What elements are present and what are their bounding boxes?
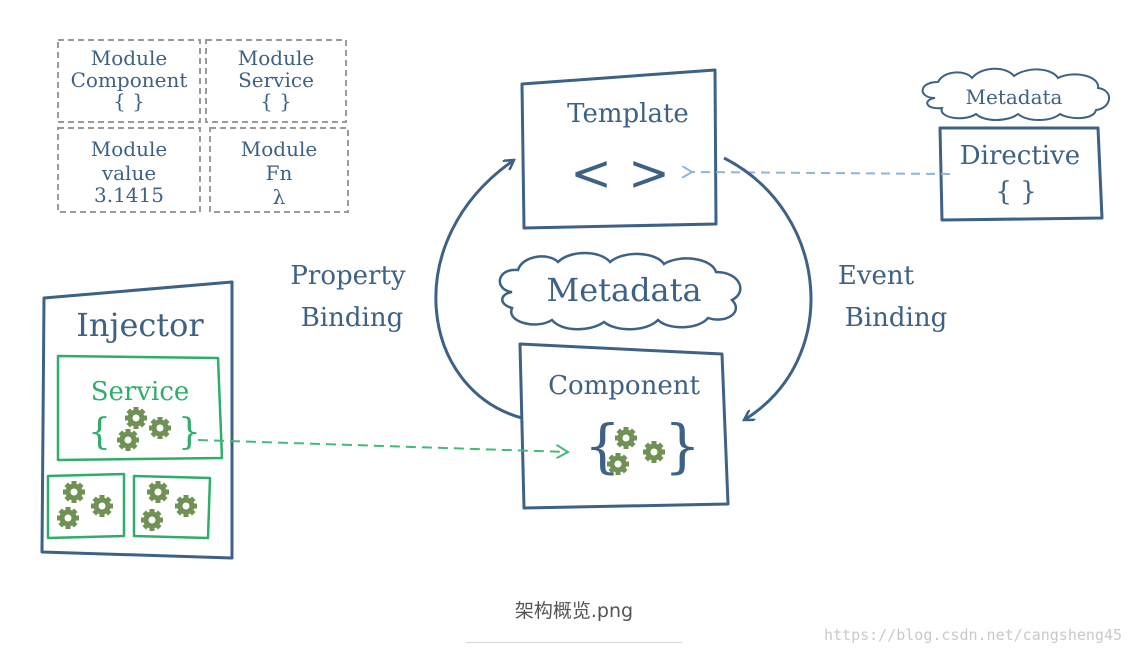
caption-divider	[466, 642, 682, 643]
module-component-line2: Component	[71, 68, 188, 92]
directive-cloud-label: Metadata	[966, 85, 1063, 109]
module-value-line1: Module	[91, 137, 167, 161]
module-fn-line1: Module	[241, 137, 317, 161]
injector-title: Injector	[76, 306, 204, 344]
watermark-text: https://blog.csdn.net/cangsheng45	[823, 626, 1122, 644]
template-box: Template < >	[520, 68, 718, 230]
service-box: Service { }	[56, 354, 224, 462]
module-fn-line2: Fn	[266, 161, 293, 185]
module-fn-line3: λ	[273, 185, 286, 209]
metadata-cloud: Metadata	[498, 251, 742, 331]
gear-icon	[57, 507, 79, 529]
module-value-line2: value	[101, 161, 156, 185]
property-binding-line2: Binding	[301, 303, 404, 333]
gear-icon	[125, 407, 147, 429]
component-title: Component	[548, 371, 700, 401]
module-component-line3: { }	[113, 89, 145, 113]
directive-symbol: { }	[995, 177, 1036, 207]
module-value-box: Module value 3.1415	[57, 127, 201, 213]
metadata-cloud-label: Metadata	[546, 271, 701, 309]
image-caption: 架构概览.png	[514, 600, 634, 622]
event-binding-line2: Binding	[845, 303, 948, 333]
template-symbol: < >	[570, 144, 670, 202]
directive-to-template-arrow	[692, 172, 951, 174]
directive-title: Directive	[960, 141, 1080, 171]
gear-icon	[643, 441, 665, 463]
gear-icon	[91, 495, 113, 517]
gear-icon	[147, 481, 169, 503]
injector-box: Injector Service { }	[40, 280, 234, 560]
gear-icon	[117, 429, 139, 451]
module-value-line3: 3.1415	[94, 183, 164, 207]
gear-icon	[63, 481, 85, 503]
module-service-box: Module Service { }	[205, 39, 347, 123]
template-title: Template	[567, 99, 689, 129]
module-fn-box: Module Fn λ	[209, 127, 349, 213]
service-brace-right-icon: }	[178, 412, 201, 453]
property-binding-line1: Property	[290, 261, 405, 291]
module-grid: Module Component { } Module Service { } …	[57, 39, 349, 213]
event-binding-line1: Event	[838, 261, 915, 291]
gear-icon	[615, 427, 637, 449]
service-title: Service	[91, 377, 190, 407]
property-binding-arrow	[434, 160, 523, 420]
module-service-line3: { }	[260, 89, 292, 113]
module-component-line1: Module	[91, 46, 167, 70]
injector-instance-box-1	[46, 472, 126, 540]
gear-icon	[149, 417, 171, 439]
module-component-box: Module Component { }	[57, 39, 201, 123]
service-to-component-arrow	[197, 439, 568, 452]
gear-icon	[175, 495, 197, 517]
service-brace-left-icon: {	[88, 412, 111, 453]
component-brace-right-icon: }	[664, 412, 701, 480]
component-box: Component { }	[518, 342, 730, 510]
gear-icon	[141, 509, 163, 531]
module-service-line1: Module	[238, 46, 314, 70]
directive-cloud-shape	[921, 67, 1110, 121]
directive-group: Metadata Directive { }	[921, 67, 1110, 222]
event-binding-arrow	[723, 156, 813, 422]
injector-instance-box-2	[132, 474, 212, 540]
module-service-line2: Service	[238, 68, 314, 92]
